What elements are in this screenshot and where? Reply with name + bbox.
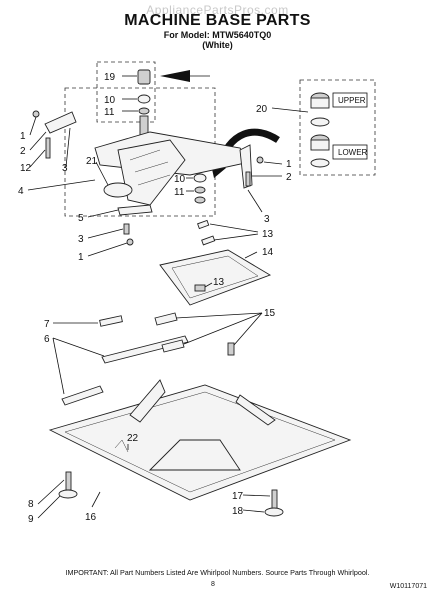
foot-17-bolt-shape <box>271 489 278 511</box>
callout-3-mid: 3 <box>78 234 84 245</box>
clip-22-shape <box>114 439 129 453</box>
callout-18: 18 <box>232 506 244 517</box>
pad-7-shape <box>99 315 123 327</box>
callout-14: 14 <box>262 247 274 258</box>
pad-13-c-shape <box>194 284 206 292</box>
clip-left-shape <box>44 111 77 134</box>
clip-15-a-shape <box>154 312 178 326</box>
bracket-5-shape <box>117 204 153 216</box>
part-10-top-shape <box>137 94 151 104</box>
foot-9-pad-shape <box>58 489 78 499</box>
platform-14-shape <box>159 249 272 306</box>
callout-9: 9 <box>28 514 34 525</box>
screw-3-mid-shape <box>123 223 130 235</box>
callout-2-right: 2 <box>286 172 292 183</box>
callout-20: 20 <box>256 104 268 115</box>
callout-13-bottom: 13 <box>213 277 225 288</box>
gearcase-ribs <box>129 149 171 186</box>
clip-15-b-shape <box>161 339 185 353</box>
callout-8: 8 <box>28 499 34 510</box>
frame-leg-front-shape <box>148 439 241 471</box>
snubber-upper-ring <box>310 117 330 127</box>
callout-12: 12 <box>20 163 32 174</box>
part-19-shape <box>137 69 151 85</box>
screw-12-shape <box>45 137 51 159</box>
pad-13-a-shape <box>197 219 210 230</box>
color-line: (White) <box>202 40 233 50</box>
page-number: 8 <box>211 581 215 588</box>
part-10-side-shape <box>193 173 207 183</box>
callout-10-top: 10 <box>104 95 116 106</box>
footer-note: IMPORTANT: All Part Numbers Listed Are W… <box>65 568 370 577</box>
screw-1-mid-shape <box>126 238 134 246</box>
part-21-belt-shape <box>103 182 133 198</box>
tag-upper: UPPER <box>338 96 366 105</box>
callout-4: 4 <box>18 186 24 197</box>
callout-5: 5 <box>78 213 84 224</box>
part-11b-side-shape <box>194 196 206 204</box>
frame-leg-left-shape <box>129 379 166 423</box>
callout-11-side: 11 <box>174 187 185 198</box>
tag-upper-box <box>332 92 368 108</box>
platform-14-inner <box>171 255 259 299</box>
inset-box-snubber <box>299 79 376 176</box>
callout-15: 15 <box>264 308 276 319</box>
snubber-upper-body <box>310 97 330 109</box>
rail-6-b-shape <box>61 385 104 406</box>
inset-box-top <box>96 61 156 123</box>
document-number: W10117071 <box>389 583 427 590</box>
callout-13-top: 13 <box>262 229 274 240</box>
callout-7: 7 <box>44 319 50 330</box>
callout-11-top: 11 <box>104 107 115 118</box>
callout-3-left: 3 <box>62 163 68 174</box>
callout-6: 6 <box>44 334 50 345</box>
screw-1-right-shape <box>256 156 264 164</box>
part-11-top-shape <box>138 107 150 115</box>
callout-17: 17 <box>232 491 244 502</box>
foot-8-bolt-shape <box>65 471 72 491</box>
callout-2-left: 2 <box>20 146 26 157</box>
page-title: MACHINE BASE PARTS <box>124 12 311 29</box>
frame-leg-right-shape <box>235 394 276 426</box>
base-frame-16-inner <box>64 391 336 493</box>
callout-10-side: 10 <box>174 174 186 185</box>
callout-19: 19 <box>104 72 116 83</box>
snubber-lower-body <box>310 139 330 151</box>
screw-3-right-shape <box>245 171 251 187</box>
callout-1-mid: 1 <box>78 252 84 263</box>
screw-1-left-shape <box>32 110 40 118</box>
model-line: For Model: MTW5640TQ0 <box>163 30 272 40</box>
foot-18-pad-shape <box>264 507 284 517</box>
snubber-lower-ring <box>310 158 330 168</box>
clip-15-c-shape <box>227 342 235 356</box>
callout-1-right: 1 <box>286 159 292 170</box>
callout-3-right: 3 <box>264 214 270 225</box>
part-11-side-shape <box>194 186 206 194</box>
callout-22: 22 <box>127 433 139 444</box>
arrow-left-icon <box>160 70 190 82</box>
callout-21: 21 <box>86 156 98 167</box>
tag-lower: LOWER <box>338 148 368 157</box>
leader-lines <box>27 75 309 519</box>
watermark: AppliancePartsPros.com <box>146 3 289 17</box>
callout-1-left: 1 <box>20 131 26 142</box>
tag-lower-box <box>332 144 368 160</box>
callout-16: 16 <box>85 512 97 523</box>
pad-13-b-shape <box>201 235 216 246</box>
